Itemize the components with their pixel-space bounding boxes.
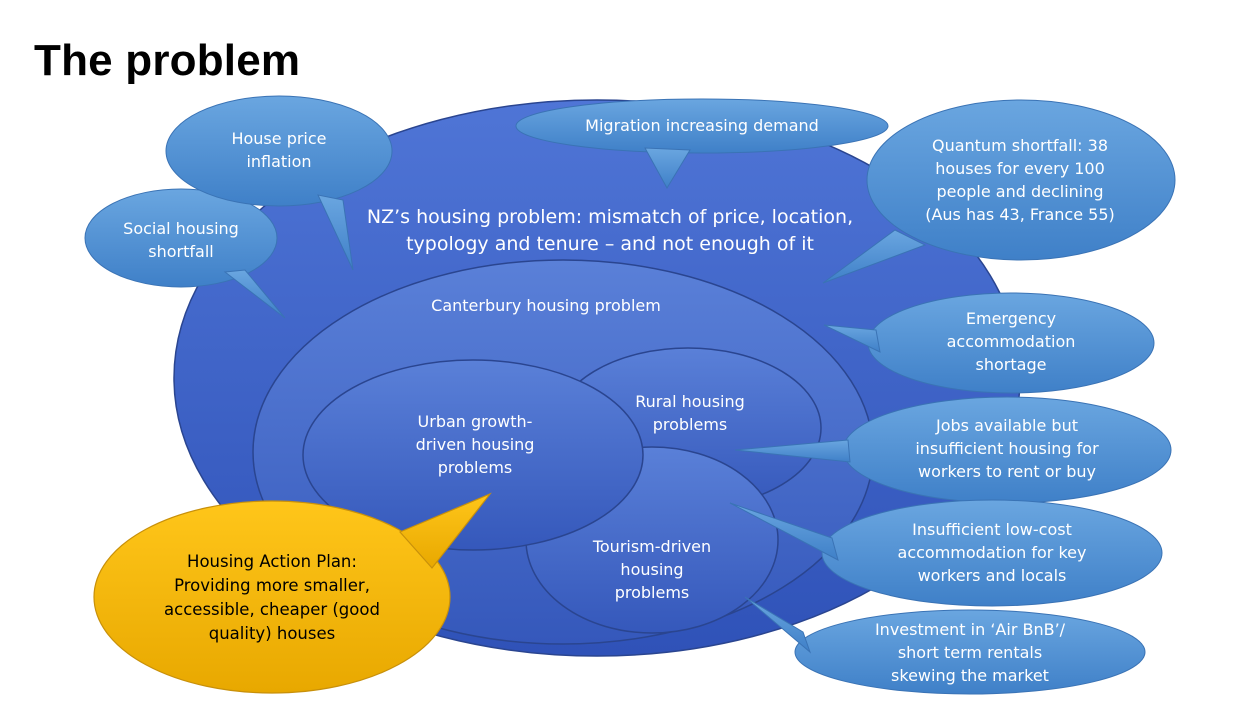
nz-housing-label: NZ’s housing problem: mismatch of price,… — [366, 206, 854, 255]
quantum-callout — [822, 99, 1176, 284]
migration-callout — [515, 98, 889, 189]
action-plan-callout — [93, 492, 492, 694]
canterbury-label: Canterbury housing problem — [431, 296, 661, 315]
migration-label: Migration increasing demand — [585, 116, 819, 135]
jobs-label: Jobs available but insufficient housing … — [915, 416, 1099, 481]
house-price-callout — [165, 95, 393, 271]
airbnb-label: Investment in ‘Air BnB’/ short term rent… — [874, 620, 1066, 685]
quantum-label: Quantum shortfall: 38 houses for every 1… — [925, 136, 1115, 224]
urban-ellipse — [302, 359, 644, 551]
low-cost-label: Insufficient low-cost accommodation for … — [897, 520, 1087, 585]
tourism-label: Tourism-driven housing problems — [592, 537, 712, 602]
airbnb-callout — [744, 596, 1146, 695]
jobs-callout — [734, 396, 1172, 504]
low-cost-callout — [729, 499, 1163, 607]
social-housing-callout — [84, 188, 286, 319]
house-price-label: House price inflation — [231, 129, 327, 171]
action-plan-label: Housing Action Plan: Providing more smal… — [164, 552, 380, 643]
page-title: The problem — [34, 36, 301, 85]
rural-label: Rural housing problems — [635, 392, 745, 434]
emergency-callout — [823, 292, 1155, 394]
emergency-label: Emergency accommodation shortage — [946, 309, 1076, 374]
social-housing-label: Social housing shortfall — [123, 219, 239, 261]
urban-label: Urban growth- driven housing problems — [415, 412, 535, 477]
